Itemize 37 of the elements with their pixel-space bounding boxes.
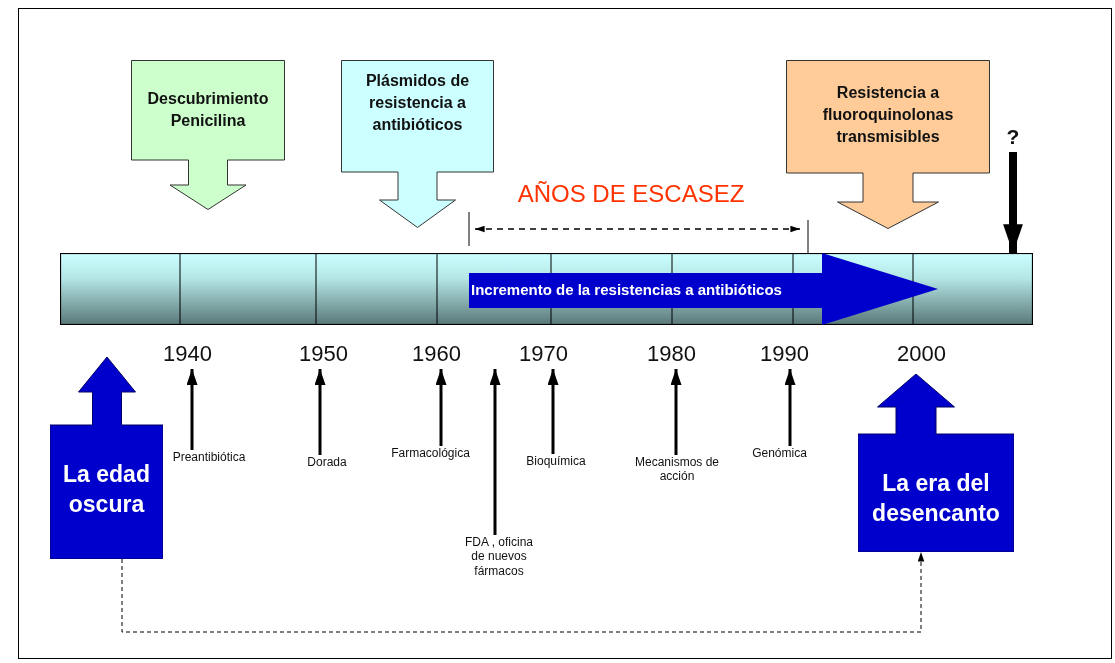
arrow [547, 369, 559, 454]
node-text: 1940 [163, 341, 211, 368]
node-text: Mecanismos de acción [633, 455, 720, 484]
arrow [489, 369, 501, 535]
node-text: 1950 [299, 341, 347, 368]
arrow [314, 369, 326, 455]
node-text: FDA , oficina de nuevos fármacos [464, 535, 534, 579]
callout-arrow [341, 60, 494, 228]
node-text: La edad oscura [62, 460, 151, 519]
arrow [784, 369, 796, 446]
arrow [670, 369, 682, 455]
node-text: Farmacológica [390, 446, 471, 461]
node-text: Dorada [306, 455, 348, 470]
callout-arrow [786, 60, 990, 229]
dashed-arrow [121, 551, 925, 633]
arrow [186, 369, 198, 450]
period-label: AÑOS DE ESCASEZ [516, 180, 746, 208]
node-text: 2000 [897, 341, 945, 368]
node-text: 1990 [760, 341, 808, 368]
node-text: Preantibiótica [171, 450, 247, 465]
era-box [50, 357, 163, 559]
node-text: Descubrimiento Penicilina [146, 89, 270, 131]
node-text: 1980 [647, 341, 695, 368]
node-text: Genómica [751, 446, 808, 461]
arrow [435, 369, 447, 446]
node-text: Resistencia a fluoroquinolonas transmisibles [821, 83, 955, 147]
node-text: ? [1005, 124, 1021, 150]
timeline-bar [60, 253, 1033, 325]
node-text: 1960 [412, 341, 460, 368]
node-text: 1970 [519, 341, 567, 368]
era-box [858, 374, 1014, 552]
node-text: La era del desencanto [871, 469, 1001, 528]
node-text: Incremento de la resistencias a antibióticos [471, 281, 782, 299]
trend-arrow [469, 253, 938, 325]
node-text: Plásmidos de resistencia a antibióticos [364, 71, 471, 135]
callout-arrow [131, 60, 285, 210]
node-text: Bioquímica [525, 454, 587, 469]
